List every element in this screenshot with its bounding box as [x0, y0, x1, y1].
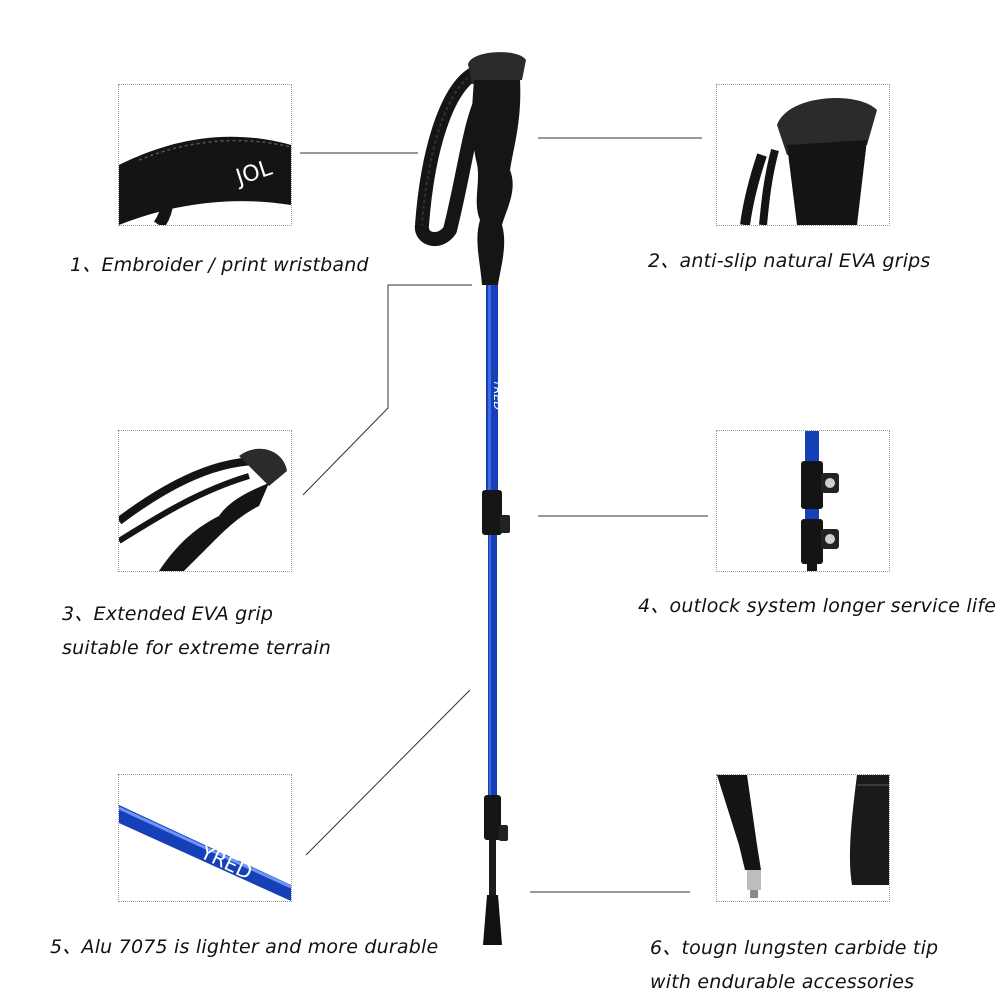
detail-extended-grip: [118, 430, 292, 572]
feature-6-line-1: tougn lungsten carbide tip: [681, 937, 939, 959]
wrist-strap: [415, 63, 491, 246]
flick-lock-upper: [482, 490, 502, 535]
middle-shaft: [488, 535, 497, 800]
flick-lock-lower: [484, 795, 501, 840]
feature-6-line-2: with endurable accessories: [650, 971, 915, 993]
feature-4-line-1: outlock system longer service life: [669, 595, 997, 617]
feature-4-caption: 4、outlock system longer service life: [638, 591, 996, 618]
feature-1-line-1: Embroider / print wristband: [101, 254, 369, 276]
feature-2-caption: 2、anti-slip natural EVA grips: [648, 246, 931, 273]
feature-3-line-2: suitable for extreme terrain: [62, 637, 331, 659]
detail-lock-system: [716, 430, 890, 572]
feature-5-line-1: Alu 7075 is lighter and more durable: [81, 936, 439, 958]
lower-shaft: [489, 840, 496, 895]
trekking-pole: YRED: [415, 52, 526, 945]
feature-1-number: 1、: [70, 254, 102, 276]
eva-grip: [472, 80, 521, 285]
detail-wristband: JOL: [118, 84, 292, 226]
feature-2-number: 2、: [648, 250, 680, 272]
shaft-print-upper: YRED: [491, 380, 504, 410]
feature-2-line-1: anti-slip natural EVA grips: [679, 250, 931, 272]
feature-5-caption: 5、Alu 7075 is lighter and more durable: [50, 932, 438, 959]
feature-6-caption: 6、tougn lungsten carbide tip with endura…: [650, 931, 938, 999]
grip-cap: [468, 52, 526, 84]
feature-3-number: 3、: [62, 603, 94, 625]
feature-5-number: 5、: [50, 936, 82, 958]
feature-1-caption: 1、Embroider / print wristband: [70, 250, 369, 277]
feature-6-number: 6、: [650, 937, 682, 959]
feature-4-number: 4、: [638, 595, 670, 617]
detail-carbide-tip: [716, 774, 890, 902]
detail-aluminium-shaft: YRED: [118, 774, 292, 902]
shaft-print: YRED: [196, 839, 256, 884]
feature-3-caption: 3、Extended EVA grip suitable for extreme…: [62, 597, 331, 665]
feature-3-line-1: Extended EVA grip: [93, 603, 274, 625]
detail-grip-top: [716, 84, 890, 226]
rubber-tip: [483, 895, 502, 945]
